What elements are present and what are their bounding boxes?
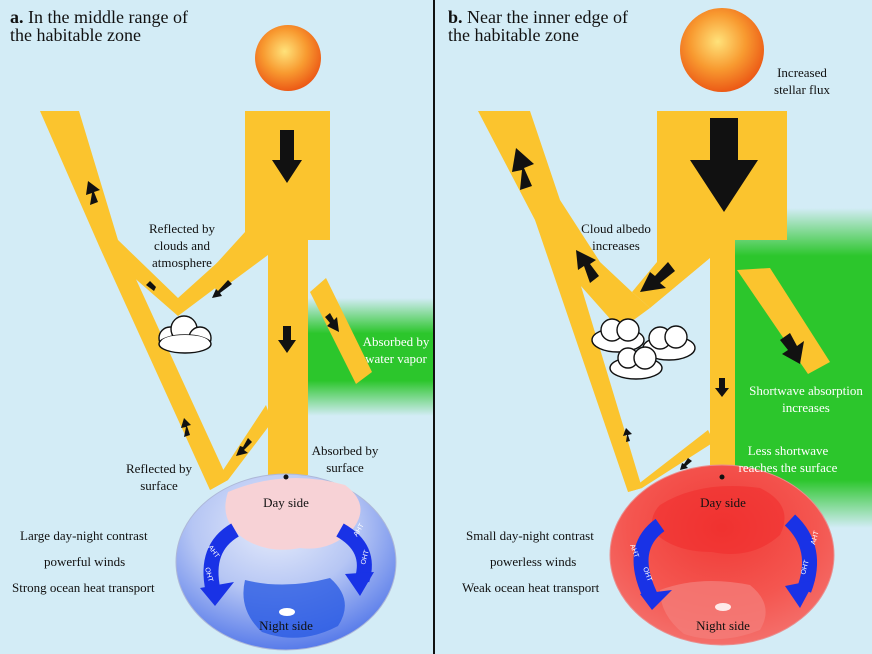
flow-arrows-a — [86, 130, 339, 456]
panel-a-title: a. In the middle range of the habitable … — [10, 8, 188, 44]
panel-a-letter: a. — [10, 7, 24, 27]
circulation-arrowhead-icon — [200, 582, 234, 606]
flow-arrows-b — [512, 118, 804, 470]
label-absorbed-surface: Absorbed by surface — [311, 443, 379, 475]
label-ocean-a: Strong ocean heat transport — [12, 580, 155, 595]
circulation-arrowhead-icon — [345, 572, 374, 596]
cloud-fill-a — [161, 335, 209, 349]
label-night-side-a: Night side — [259, 618, 313, 633]
label-contrast-b: Small day-night contrast — [466, 528, 594, 543]
label-winds-b: powerless winds — [490, 554, 577, 569]
panel-b-title-text: Near the inner edge of the habitable zon… — [448, 7, 628, 45]
star-icon — [680, 8, 764, 92]
label-reflected-surface: Reflected by surface — [125, 461, 193, 493]
aht-label-b-left: AHT — [628, 543, 640, 559]
oht-label-a-right: OHT — [360, 549, 371, 566]
arrow-down-icon — [680, 458, 692, 470]
arrow-down-icon — [325, 313, 339, 332]
day-side-region — [225, 477, 361, 550]
arrow-up-icon — [576, 250, 599, 283]
label-night-side-b: Night side — [696, 618, 750, 633]
arrow-up-icon — [146, 281, 156, 291]
aht-label-b-right: AHT — [810, 529, 821, 545]
oht-label-a-left: OHT — [203, 567, 214, 584]
star-icon — [255, 25, 321, 91]
label-less-shortwave: Less shortwave reaches the surface — [738, 443, 838, 475]
label-winds-a: powerful winds — [44, 554, 126, 569]
substellar-point-icon — [719, 474, 725, 480]
arrow-up-icon — [181, 418, 191, 437]
night-side-region — [243, 578, 345, 638]
night-side-region — [660, 581, 766, 640]
label-cloud-albedo: Cloud albedo increases — [581, 221, 651, 253]
panel-b-title: b. Near the inner edge of the habitable … — [448, 8, 628, 44]
label-day-side-b: Day side — [700, 495, 746, 510]
arrow-down-icon — [690, 118, 758, 212]
arrow-up-icon — [623, 428, 632, 442]
panel-divider — [433, 0, 435, 654]
label-contrast-a: Large day-night contrast — [20, 528, 148, 543]
planet-b — [609, 464, 835, 646]
panel-b-letter: b. — [448, 7, 463, 27]
cold-spot-icon — [715, 603, 731, 611]
arrow-down-icon — [640, 262, 675, 292]
circulation-arrowhead-icon — [785, 580, 815, 608]
arrow-down-icon — [212, 280, 232, 298]
label-ocean-b: Weak ocean heat transport — [462, 580, 600, 595]
cold-spot-icon — [279, 608, 295, 616]
planet-a — [175, 473, 397, 651]
arrow-down-icon — [272, 130, 302, 183]
panel-a-title-text: In the middle range of the habitable zon… — [10, 7, 188, 45]
oht-label-b-left: OHT — [641, 566, 653, 583]
arrow-up-icon — [512, 148, 534, 190]
arrow-up-icon — [86, 181, 100, 205]
label-shortwave-absorption: Shortwave absorption increases — [749, 383, 863, 415]
circulation-arrowhead-icon — [640, 590, 672, 610]
arrow-down-icon — [780, 333, 804, 364]
label-increased-flux: Increased stellar flux — [774, 65, 830, 97]
substellar-point-icon — [283, 474, 289, 480]
arrow-down-icon — [236, 438, 252, 456]
label-absorbed-vapor: Absorbed by water vapor — [362, 334, 430, 366]
circulation-arrow-left — [203, 523, 240, 592]
label-reflected-clouds: Reflected by clouds and atmosphere — [148, 221, 216, 270]
oht-label-b-right: OHT — [800, 559, 811, 576]
circulation-arrow-left — [633, 518, 665, 599]
day-side-region — [651, 486, 785, 554]
label-day-side-a: Day side — [263, 495, 309, 510]
energy-flux-a — [40, 111, 372, 490]
arrow-down-icon — [715, 378, 729, 397]
cloud-icon-b — [591, 318, 696, 380]
arrow-down-icon — [278, 326, 296, 353]
